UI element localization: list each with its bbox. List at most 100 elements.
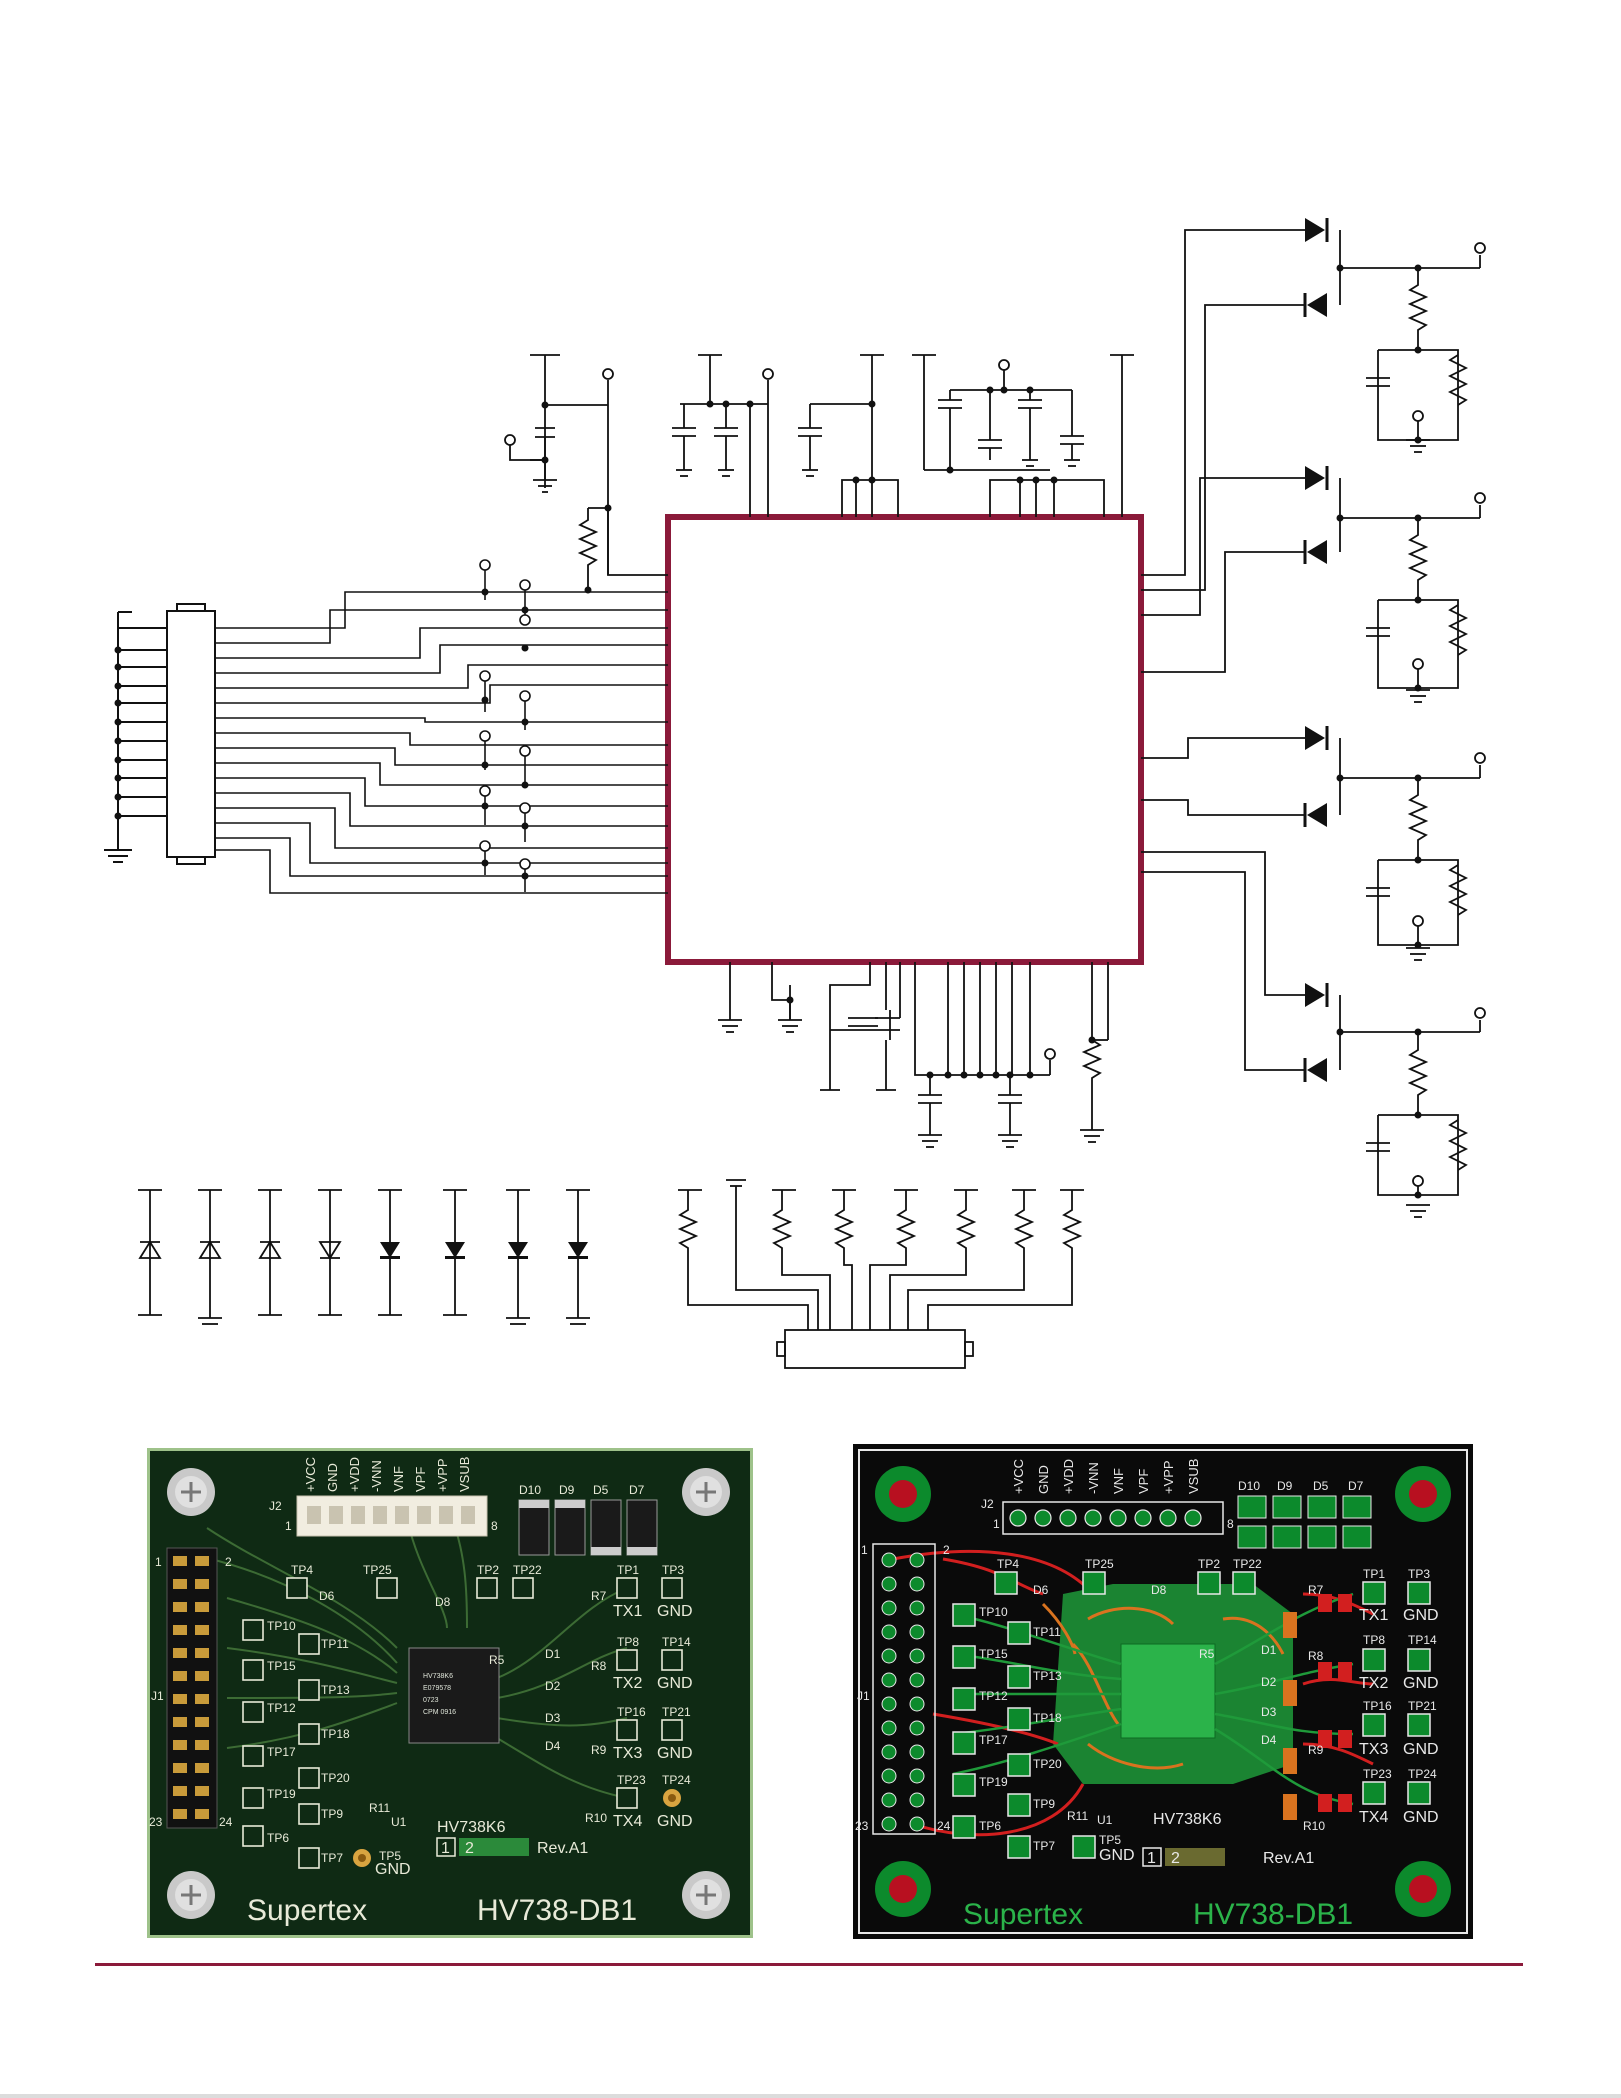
layout-tp-13: TP20: [1033, 1757, 1062, 1771]
layout-pin1: 1: [993, 1517, 1000, 1531]
layout-power-label-1: GND: [1036, 1465, 1051, 1494]
layout-part-2: R7: [1308, 1583, 1324, 1597]
layout-tp-4: TP1: [1363, 1567, 1385, 1581]
layout-tp-5: TP3: [1408, 1567, 1430, 1581]
layout-part-12: U1: [1097, 1813, 1113, 1827]
photo-output-tx1: TX1: [613, 1603, 642, 1620]
layout-diode-3: D7: [1348, 1479, 1364, 1493]
photo-power-label-2: +VDD: [347, 1457, 362, 1492]
photo-output-tx3: TX3: [613, 1745, 642, 1762]
photo-power-label-7: VSUB: [457, 1457, 472, 1492]
layout-part-3: R5: [1199, 1647, 1215, 1661]
footer-rule: [95, 1963, 1523, 1966]
layout-output-tx1: TX1: [1359, 1607, 1388, 1624]
layout-power-label-2: +VDD: [1061, 1459, 1076, 1494]
layout-part-0: D6: [1033, 1583, 1049, 1597]
photo-tp-2: TP2: [477, 1563, 499, 1577]
layout-output-tx4: TX4: [1359, 1809, 1388, 1826]
photo-power-label-0: +VCC: [303, 1457, 318, 1492]
layout-power-label-6: +VPP: [1161, 1460, 1176, 1494]
photo-board-id: HV738-DB1: [477, 1894, 637, 1927]
photo-part-2: R7: [591, 1589, 607, 1603]
diode-output-2a: [1305, 466, 1325, 490]
photo-rev: Rev.A1: [537, 1840, 588, 1857]
bottom-connector-j2: [784, 1329, 966, 1369]
layout-rev-box-1: 1: [1147, 1850, 1156, 1867]
photo-part-6: R8: [591, 1659, 607, 1673]
photo-tp-18: TP5: [379, 1849, 401, 1863]
photo-rev-box-1: 1: [441, 1840, 450, 1857]
layout-part-10: R10: [1303, 1819, 1325, 1833]
layout-gnd-2: GND: [1403, 1675, 1439, 1692]
photo-diode-1: D9: [559, 1483, 575, 1497]
layout-output-tx2: TX2: [1359, 1675, 1388, 1692]
layout-tp-18: TP5: [1099, 1833, 1121, 1847]
layout-header-pin-24: 24: [937, 1819, 951, 1833]
diode-output-3b: [1307, 803, 1327, 827]
photo-tp-17: TP7: [321, 1851, 343, 1865]
layout-tp-11: TP18: [1033, 1711, 1062, 1725]
circuit-schematic: [104, 218, 1486, 1369]
layout-diode-1: D9: [1277, 1479, 1293, 1493]
layout-power-label-5: VPF: [1136, 1469, 1151, 1494]
page-bottom-edge: [0, 2094, 1621, 2098]
layout-tp-15: TP9: [1033, 1797, 1055, 1811]
photo-header-pin-23: 23: [149, 1815, 163, 1829]
photo-part-11: R11: [369, 1801, 390, 1815]
layout-tp-23: TP23: [1363, 1767, 1392, 1781]
photo-power-label-4: VNF: [391, 1466, 406, 1492]
layout-part-7: D3: [1261, 1705, 1277, 1719]
photo-brand: Supertex: [247, 1894, 367, 1927]
layout-tp-20: TP14: [1408, 1633, 1437, 1647]
layout-header-label: J1: [857, 1689, 870, 1703]
diode-output-4a: [1305, 983, 1325, 1007]
photo-output-tx4: TX4: [613, 1813, 642, 1830]
layout-power-label-7: VSUB: [1186, 1459, 1201, 1494]
diode-output-1b: [1307, 293, 1327, 317]
photo-tp-24: TP24: [662, 1773, 691, 1787]
main-ic-outline: [665, 514, 1144, 965]
layout-gnd-1: GND: [1403, 1607, 1439, 1624]
layout-part-6: R8: [1308, 1649, 1324, 1663]
photo-part-0: D6: [319, 1589, 335, 1603]
photo-gnd-5: GND: [375, 1861, 411, 1878]
layout-part-4: D1: [1261, 1643, 1277, 1657]
photo-output-tx2: TX2: [613, 1675, 642, 1692]
photo-tp-21: TP16: [617, 1705, 646, 1719]
layout-tp-22: TP21: [1408, 1699, 1437, 1713]
photo-tp-13: TP20: [321, 1771, 350, 1785]
photo-tp-16: TP6: [267, 1831, 289, 1845]
layout-header-pin-1: 1: [861, 1543, 868, 1557]
layout-brand: Supertex: [963, 1898, 1083, 1931]
photo-tp-9: TP13: [321, 1683, 350, 1697]
photo-tp-15: TP9: [321, 1807, 343, 1821]
diode-output-2b: [1307, 540, 1327, 564]
photo-diode-3: D7: [629, 1483, 645, 1497]
layout-power-label-3: -VNN: [1086, 1462, 1101, 1494]
layout-tp-10: TP12: [979, 1689, 1008, 1703]
layout-tp-17: TP7: [1033, 1839, 1055, 1853]
layout-output-tx3: TX3: [1359, 1741, 1388, 1758]
layout-tp-3: TP22: [1233, 1557, 1262, 1571]
photo-tp-1: TP25: [363, 1563, 392, 1577]
layout-tp-6: TP10: [979, 1605, 1008, 1619]
photo-power-label-5: VPF: [413, 1467, 428, 1492]
photo-part-10: R10: [585, 1811, 607, 1825]
photo-header-pin-1: 1: [155, 1555, 162, 1569]
layout-tp-12: TP17: [979, 1733, 1008, 1747]
photo-gnd-4: GND: [657, 1813, 693, 1830]
photo-tp-4: TP1: [617, 1563, 639, 1577]
photo-chip-text-1: E079578: [423, 1685, 451, 1692]
photo-part-4: D1: [545, 1647, 561, 1661]
photo-part-7: D3: [545, 1711, 561, 1725]
layout-connector-label: J2: [981, 1497, 994, 1511]
layout-header-pin-2: 2: [943, 1543, 950, 1557]
photo-tp-3: TP22: [513, 1563, 542, 1577]
layout-rev: Rev.A1: [1263, 1850, 1314, 1867]
photo-rev-box-2: 2: [465, 1840, 474, 1857]
photo-gnd-1: GND: [657, 1603, 693, 1620]
photo-part-1: D8: [435, 1595, 451, 1609]
layout-header-pin-23: 23: [855, 1819, 869, 1833]
photo-part-12: U1: [391, 1815, 407, 1829]
photo-tp-0: TP4: [291, 1563, 313, 1577]
